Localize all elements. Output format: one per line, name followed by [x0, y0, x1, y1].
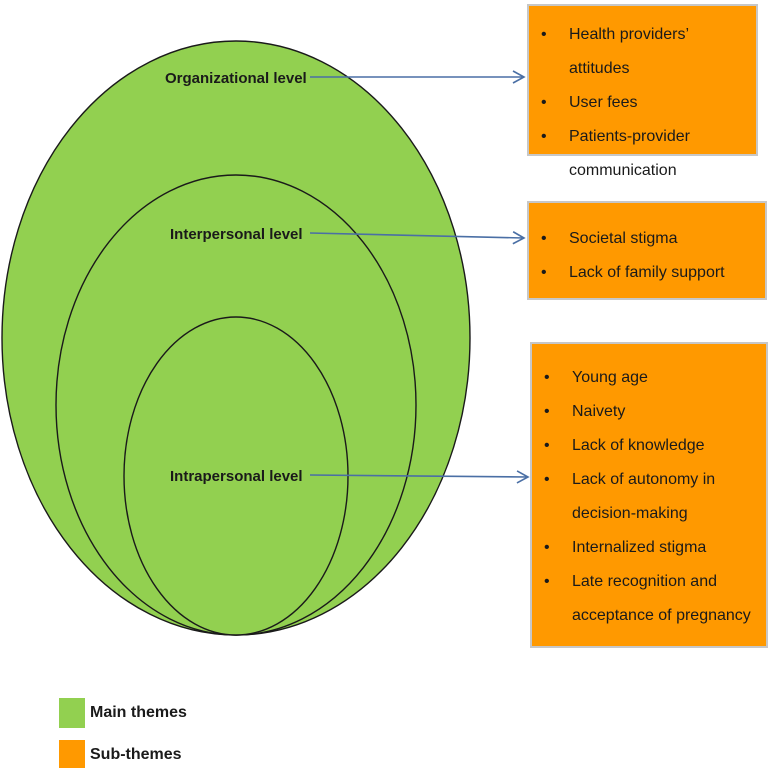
intrapersonal-arrow	[309, 470, 530, 484]
interpersonal-level-label: Interpersonal level	[170, 226, 303, 243]
subtheme-item: Lack of autonomy in decision-making	[532, 463, 766, 531]
subtheme-text: Lack of autonomy in	[572, 471, 716, 488]
subtheme-text: Societal stigma	[569, 230, 678, 247]
legend-main-label: Main themes	[90, 704, 187, 721]
subtheme-text: decision-making	[572, 505, 688, 522]
legend-main-swatch	[59, 698, 85, 728]
subtheme-item: Societal stigma	[529, 222, 765, 256]
subtheme-item: Lack of family support	[529, 256, 765, 290]
subtheme-text: User fees	[569, 94, 638, 111]
subtheme-item: User fees	[529, 86, 756, 120]
subtheme-item: Health providers’ attitudes	[529, 18, 756, 86]
subtheme-text: acceptance of pregnancy	[572, 607, 751, 624]
subtheme-item: Late recognition and acceptance of pregna…	[532, 565, 766, 633]
interpersonal-subthemes-box: Societal stigmaLack of family support	[527, 201, 767, 300]
organizational-subthemes-box: Health providers’ attitudesUser feesPati…	[527, 4, 758, 179]
subtheme-item: Lack of knowledge	[532, 429, 766, 463]
subtheme-text: Patients-provider	[569, 128, 690, 145]
subtheme-text: Young age	[572, 369, 648, 386]
subtheme-item: Patients-provider communication	[529, 120, 756, 188]
subtheme-text: Lack of family support	[569, 264, 725, 281]
organizational-level-label: Organizational level	[165, 70, 307, 87]
intrapersonal-subthemes-list: Young ageNaivetyLack of knowledgeLack of…	[532, 361, 766, 633]
interpersonal-arrow	[309, 231, 526, 245]
subtheme-text: Health providers’ attitudes	[569, 26, 689, 77]
subtheme-text: communication	[569, 162, 677, 179]
subtheme-text: Naivety	[572, 403, 626, 420]
subtheme-text: Late recognition and	[572, 573, 717, 590]
subtheme-item: Naivety	[532, 395, 766, 429]
subtheme-item: Internalized stigma	[532, 531, 766, 565]
subtheme-text: Lack of knowledge	[572, 437, 705, 454]
subtheme-item: Young age	[532, 361, 766, 395]
intrapersonal-subthemes-box: Young ageNaivetyLack of knowledgeLack of…	[530, 342, 768, 648]
legend-sub-swatch	[59, 740, 85, 768]
subtheme-text: Internalized stigma	[572, 539, 707, 556]
legend-sub-label: Sub-themes	[90, 746, 182, 763]
intrapersonal-level-label: Intrapersonal level	[170, 468, 303, 485]
interpersonal-subthemes-list: Societal stigmaLack of family support	[529, 222, 765, 290]
organizational-subthemes-list: Health providers’ attitudesUser feesPati…	[529, 18, 756, 188]
